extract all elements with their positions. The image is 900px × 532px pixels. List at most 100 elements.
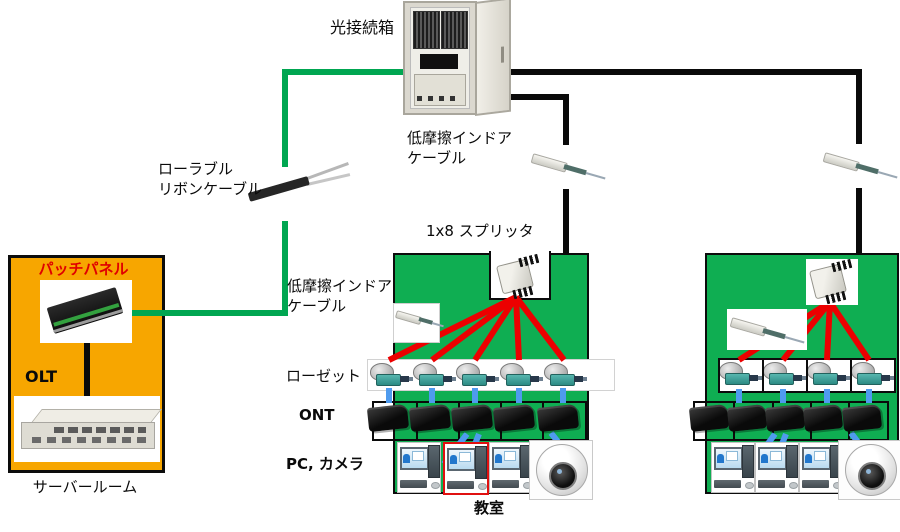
classroom-caption: 教室: [473, 499, 504, 517]
cabinet-body: [403, 1, 477, 115]
cable-jacket: [729, 317, 767, 337]
pc-screen-slide: [726, 451, 738, 461]
rosette-card: [850, 358, 896, 393]
rosette-icon: [369, 362, 413, 389]
ont-label: ONT: [299, 406, 335, 424]
rosette-body: [857, 373, 882, 385]
rosette-plug: [486, 376, 495, 382]
patch-panel-body: [46, 287, 124, 334]
cable-jacket: [530, 153, 568, 173]
pc-keyboard: [400, 480, 427, 488]
ribbon-cable-label-line2: リボンケーブル: [158, 180, 263, 198]
indoor-cable-image: [820, 144, 900, 188]
blue-drop: [472, 388, 478, 403]
blue-drop: [780, 389, 786, 403]
rosette-card: [762, 358, 808, 393]
cable-mid: [563, 164, 587, 176]
rosette-tip: [539, 377, 543, 381]
ont-icon: [366, 403, 410, 433]
pc-screen-figure: [761, 454, 768, 463]
pc-mouse: [478, 483, 487, 490]
indoor-cable-image: [727, 309, 807, 350]
rosette-plug: [530, 376, 539, 382]
cabinet-ports: [417, 96, 461, 101]
indoor-cable-label-top-line1: 低摩擦インドア: [407, 129, 513, 147]
rosette-plug: [443, 376, 452, 382]
rosette-body: [462, 374, 487, 386]
rosette-icon: [543, 362, 587, 389]
splitter-label: 1x8 スプリッタ: [426, 222, 534, 240]
ont-icon: [726, 404, 768, 432]
pc-screen-figure: [403, 454, 410, 463]
black-cable-patch-to-olt: [84, 340, 90, 402]
pc-screen-slide: [814, 451, 826, 461]
rosette-plug: [881, 375, 890, 381]
green-cable-top-horizontal: [285, 69, 407, 75]
cabinet-control-unit: [420, 54, 458, 69]
splitter-image: [493, 253, 545, 300]
pc-screen-figure: [805, 454, 812, 463]
ribbon-cable-image: [243, 162, 357, 221]
blue-drop: [736, 389, 742, 403]
black-cable-mid-horizontal: [505, 94, 567, 100]
pc-tower: [428, 445, 440, 478]
pc-mouse: [431, 482, 440, 489]
cabinet-rack: [413, 11, 440, 49]
cable-jacket: [394, 310, 423, 326]
cable-jacket: [822, 152, 860, 172]
rosette-tip: [495, 377, 499, 381]
blue-drop: [429, 388, 435, 403]
rosette-plug: [749, 375, 758, 381]
rosette-tip: [409, 377, 413, 381]
ont-icon: [802, 404, 844, 432]
pc-screen-figure: [450, 455, 457, 464]
pc-keyboard: [802, 480, 829, 488]
ont-icon: [764, 404, 806, 432]
rosette-tip: [890, 376, 894, 380]
server-room-caption: サーバールーム: [32, 478, 138, 496]
rosette-row: [367, 359, 615, 391]
pc-icon: [489, 442, 533, 493]
rosette-body: [769, 373, 794, 385]
rosette-card: [806, 358, 852, 393]
rosette-icon: [455, 362, 499, 389]
olt-image: [14, 396, 162, 462]
camera-lens: [858, 462, 886, 490]
rosette-icon: [852, 361, 894, 388]
rosette-body: [506, 374, 531, 386]
pc-screen-slide: [770, 451, 782, 461]
ribbon-cable-label-line1: ローラブル: [158, 160, 234, 178]
pc-screen-slide: [459, 452, 471, 462]
optical-connection-box-image: [403, 0, 511, 117]
pc-icon: [755, 442, 799, 493]
pc-screen-slide: [412, 451, 424, 461]
patch-panel-image: [40, 280, 132, 343]
blue-drop: [516, 388, 522, 403]
pc-mouse: [745, 482, 754, 489]
indoor-cable-label-left-line1: 低摩擦インドア: [287, 277, 393, 295]
rosette-tip: [758, 376, 762, 380]
rosette-plug: [837, 375, 846, 381]
green-cable-bottom-horizontal: [120, 310, 288, 316]
ont-icon: [450, 403, 494, 433]
pc-tower: [786, 445, 798, 478]
ont-icon: [688, 404, 730, 432]
ont-icon: [492, 403, 536, 433]
pc-keyboard: [758, 480, 785, 488]
rosette-icon: [808, 361, 850, 388]
cabinet-interior: [410, 7, 470, 109]
rosette-card: [718, 358, 764, 393]
camera-icon: [838, 440, 900, 500]
pc-icon: [711, 442, 755, 493]
pc-icon: [397, 442, 441, 493]
blue-drop: [386, 388, 392, 403]
rosette-plug: [793, 375, 802, 381]
cabinet-shelf: [414, 74, 466, 106]
rosette-label: ローゼット: [286, 367, 362, 385]
rosette-tip: [583, 377, 587, 381]
cable-mid: [855, 163, 879, 175]
splitter-pins: [518, 253, 540, 268]
rosette-plug: [574, 376, 583, 382]
rosette-icon: [412, 362, 456, 389]
